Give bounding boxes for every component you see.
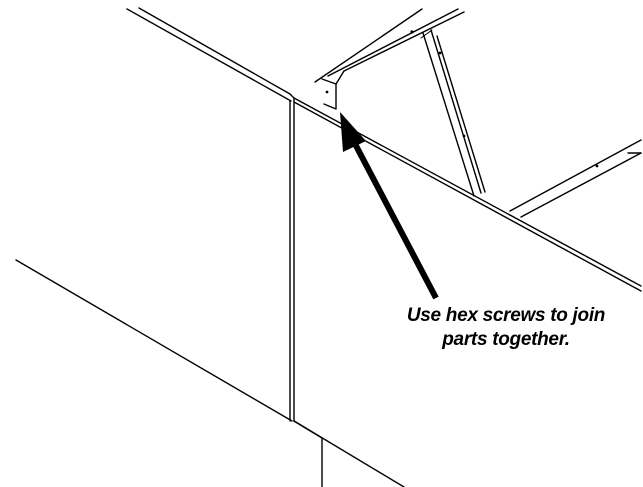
arrow-shaft <box>350 138 439 300</box>
corner-bracket-flange <box>335 70 345 85</box>
pointer-arrow <box>340 112 439 300</box>
brace-edge-3 <box>436 35 486 193</box>
top-frame-rail <box>314 8 465 110</box>
right-rail-screw-hole <box>595 164 599 168</box>
callout-line-1: Use hex screws to join <box>406 305 606 326</box>
right-rail-upper-edge <box>509 139 642 212</box>
top-rail-screw-hole <box>410 30 414 34</box>
corner-bracket <box>321 78 337 110</box>
right-panel <box>293 97 642 487</box>
callout-text: Use hex screws to join parts together. <box>372 304 640 352</box>
corner-cap-top <box>289 93 295 99</box>
right-rail-lower-edge <box>520 152 642 218</box>
diagonal-brace <box>420 29 486 197</box>
brace-screw-hole-lower <box>462 134 466 138</box>
bracket-screw-hole <box>325 90 329 94</box>
brace-screw-hole-upper <box>438 51 442 55</box>
brace-top-cap <box>420 29 433 39</box>
brace-edge-2 <box>430 29 482 194</box>
left-panel-bottom-edge <box>15 259 293 422</box>
base-post-top <box>293 420 323 439</box>
top-rail-inner-edge <box>343 11 465 72</box>
top-rail-lower-edge <box>327 8 459 77</box>
left-panel-top-edge-inner <box>126 8 292 102</box>
callout-line-2: parts together. <box>442 329 570 350</box>
left-panel <box>15 7 295 422</box>
left-panel-top-edge-outer <box>138 7 291 95</box>
top-rail-upper-edge <box>314 8 423 83</box>
right-frame-rail <box>509 139 642 218</box>
arrow-head <box>340 112 366 152</box>
base-post <box>293 420 323 487</box>
brace-edge-1 <box>422 32 475 197</box>
